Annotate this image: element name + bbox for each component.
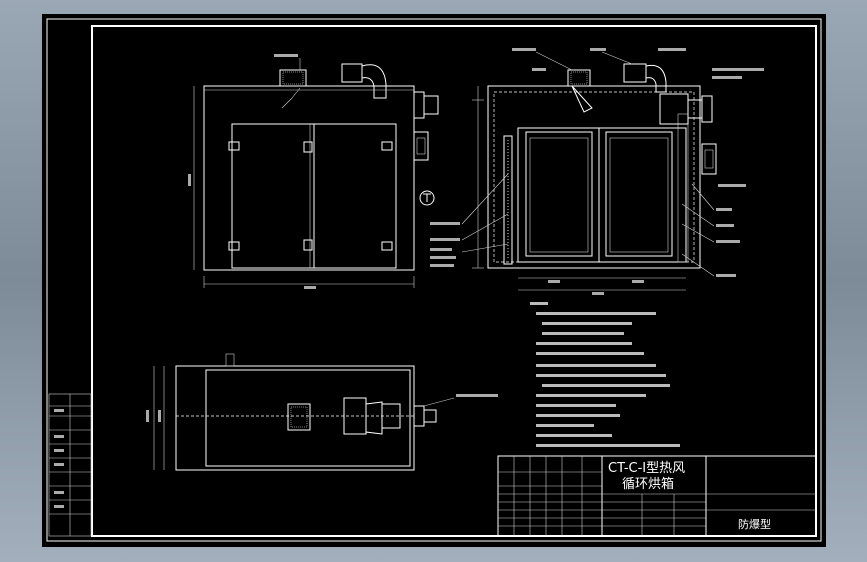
cad-drawing: CT-C-I型热风 循环烘箱 防爆型 bbox=[46, 18, 822, 542]
title-block: CT-C-I型热风 循环烘箱 防爆型 bbox=[497, 455, 817, 537]
drawing-title-line1: CT-C-I型热风 bbox=[608, 461, 685, 476]
inner-border bbox=[91, 25, 817, 537]
technical-notes bbox=[530, 302, 680, 447]
plan-view bbox=[146, 353, 498, 471]
drawing-title-line2: 循环烘箱 bbox=[622, 476, 674, 492]
left-revision-strip bbox=[48, 393, 92, 537]
variant-label: 防爆型 bbox=[738, 517, 771, 531]
drawing-viewport[interactable]: CT-C-I型热风 循环烘箱 防爆型 bbox=[42, 14, 826, 547]
front-view bbox=[188, 54, 439, 289]
side-section-view bbox=[430, 48, 764, 295]
outer-border bbox=[46, 18, 822, 542]
